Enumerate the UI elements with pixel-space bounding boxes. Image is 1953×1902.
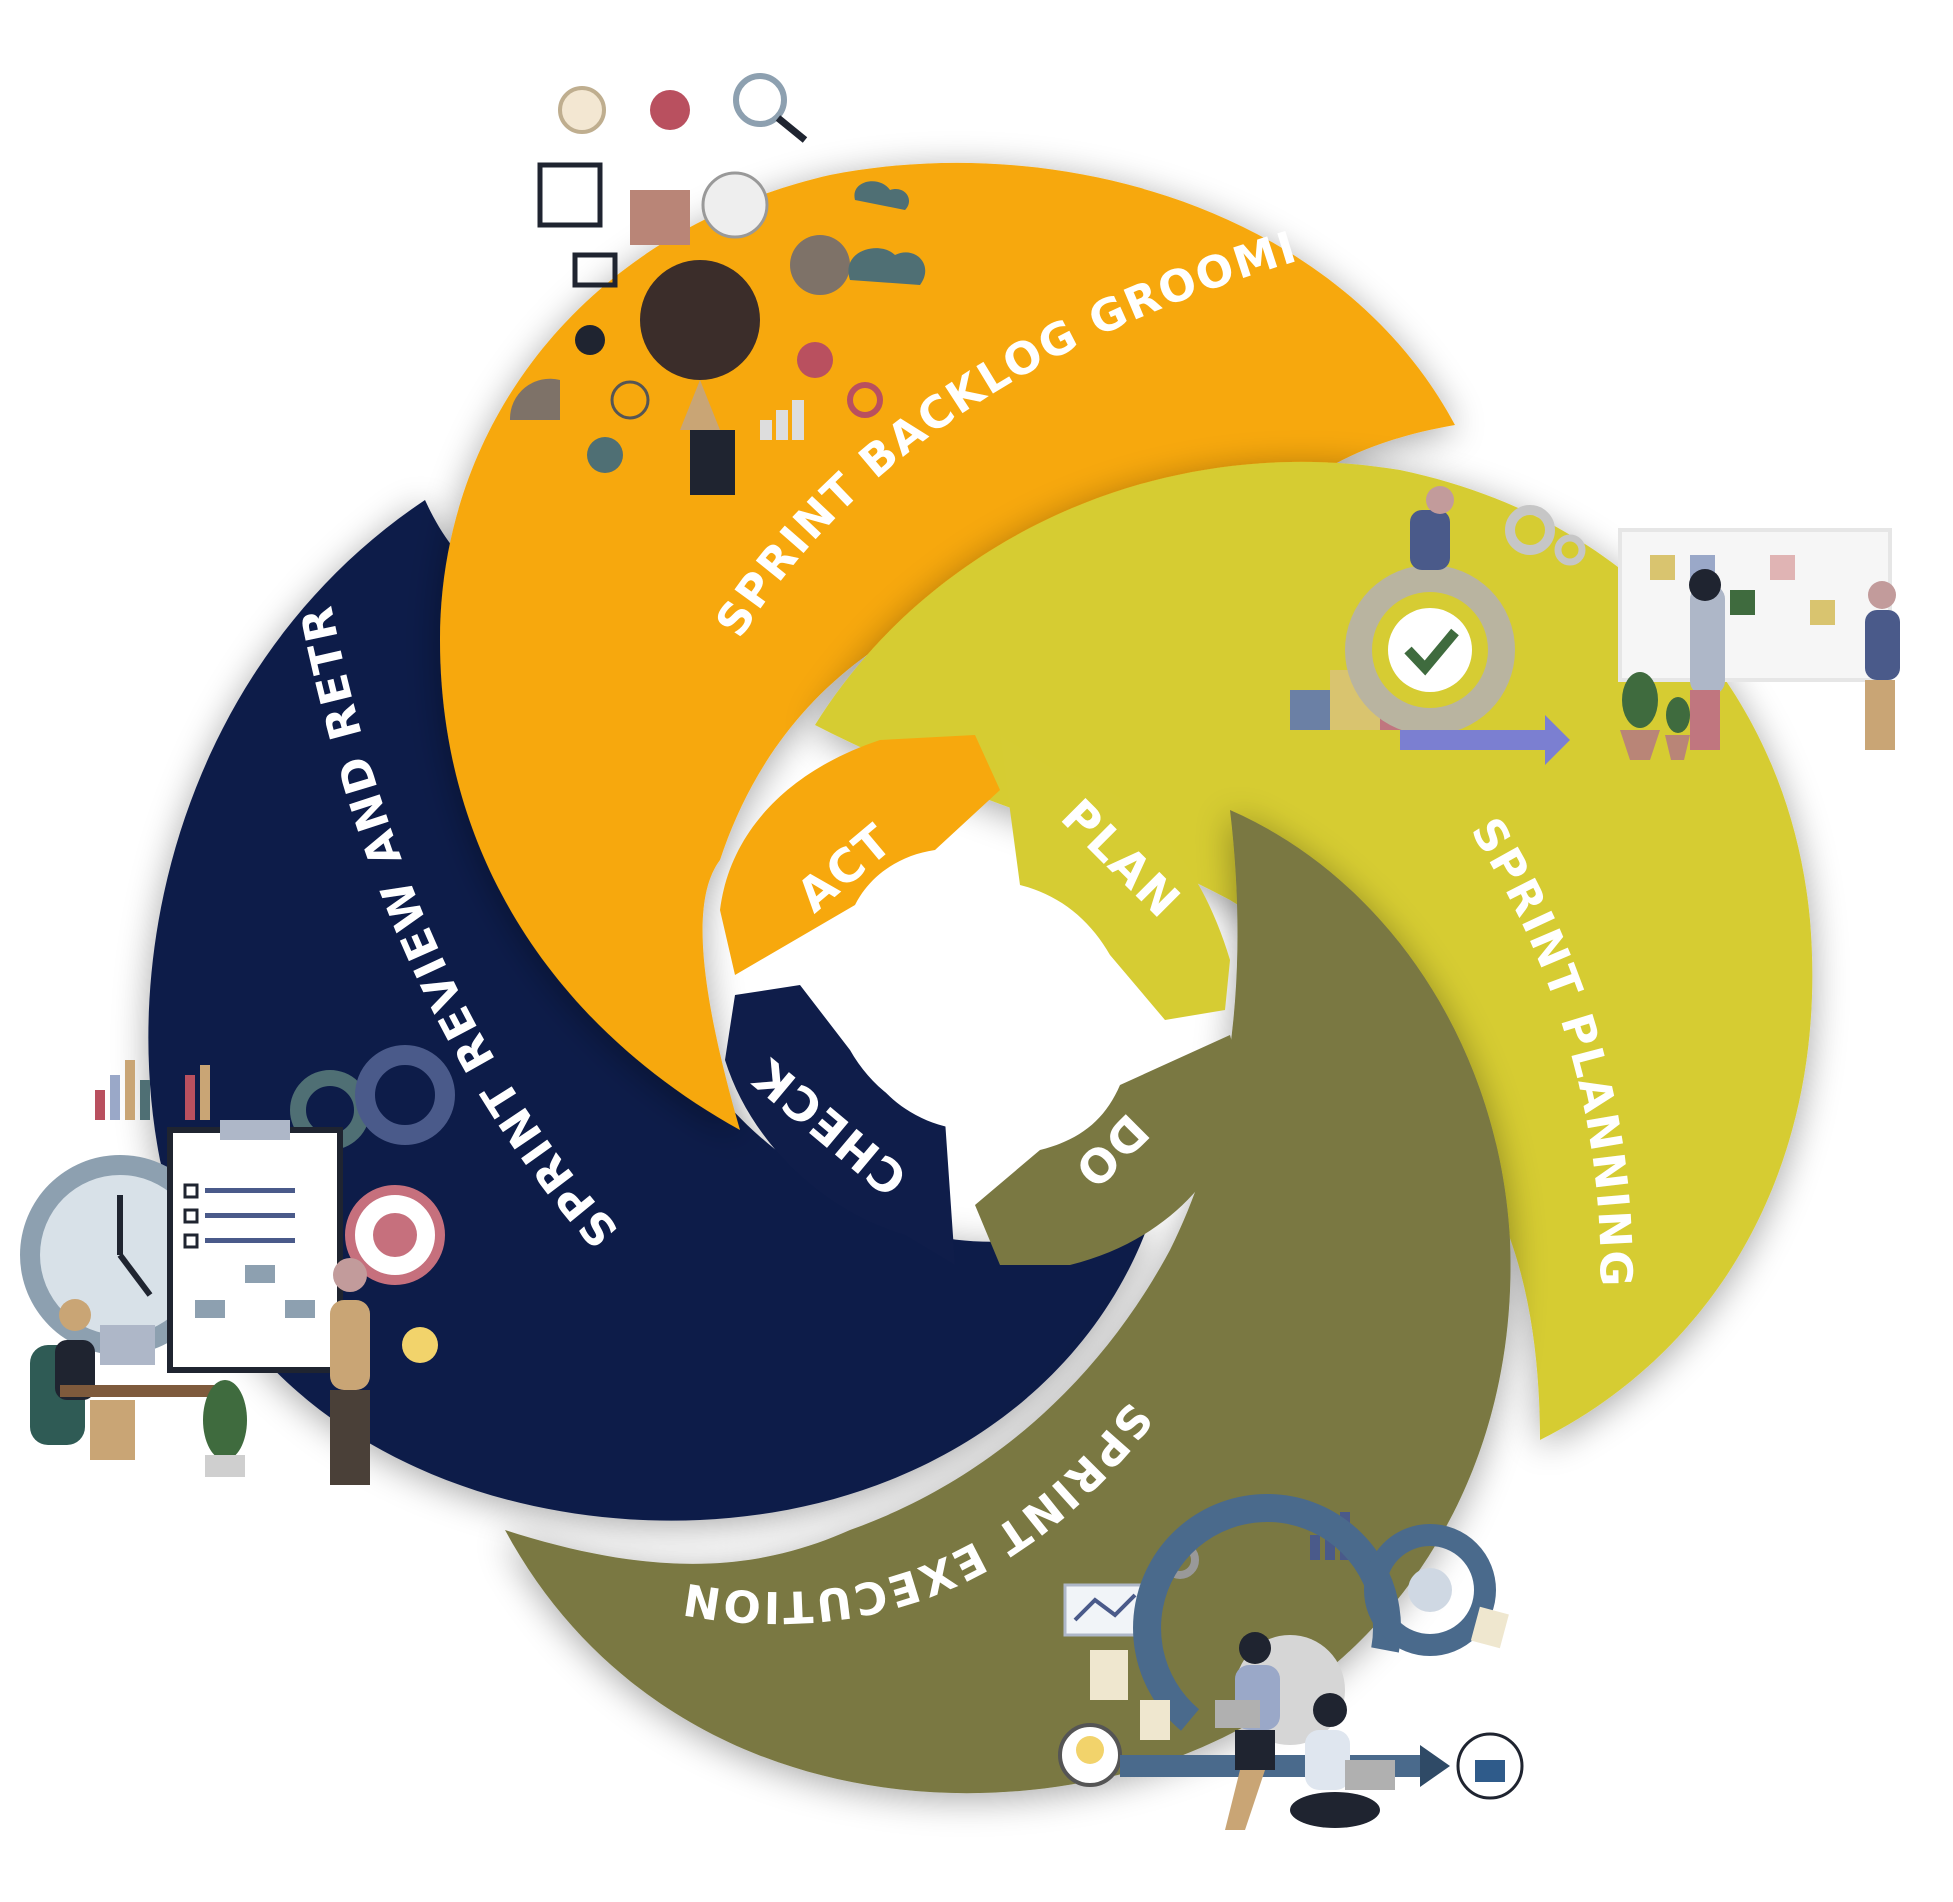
pdca-ring: ACT PLAN DO CHECK	[720, 735, 1245, 1265]
do-segment	[975, 1035, 1245, 1265]
sprint-execution-blade	[505, 810, 1511, 1794]
sprint-planning-illustration	[1290, 486, 1900, 765]
sprint-review-illustration	[20, 1045, 455, 1485]
act-segment	[720, 735, 1000, 975]
idea-brain-illustration	[509, 73, 926, 495]
plan-segment	[1000, 735, 1230, 1020]
check-segment	[725, 985, 955, 1265]
pdca-center	[850, 880, 1100, 1130]
sprint-execution-illustration	[1058, 1494, 1524, 1830]
